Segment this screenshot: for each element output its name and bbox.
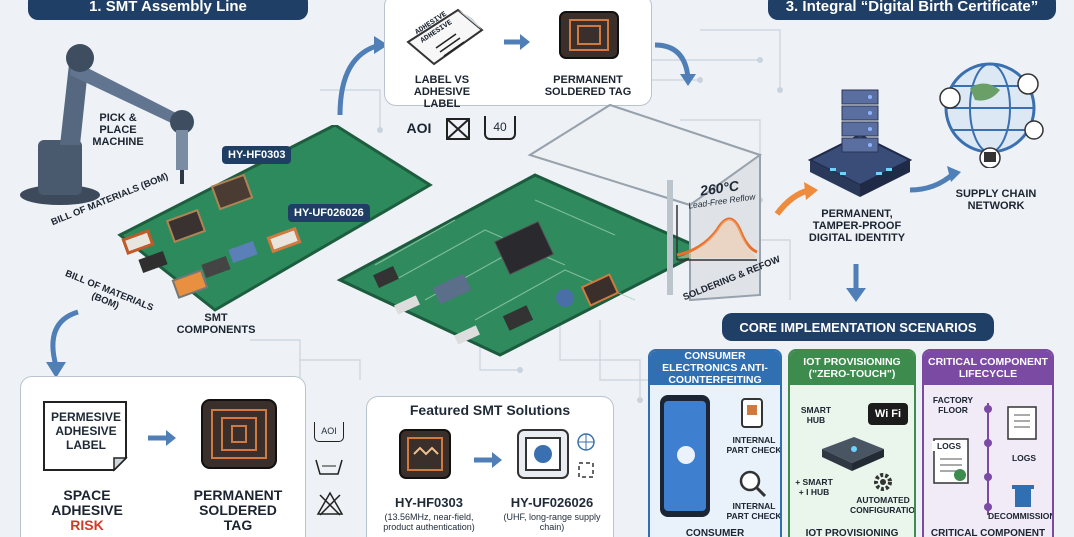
arrow-right-icon <box>504 34 530 50</box>
featured-solutions-title: Featured SMT Solutions <box>409 402 571 418</box>
flow-arrow-down-left <box>46 309 79 378</box>
scenario-card-consumer: CONSUMER ELECTRONICS ANTI-COUNTERFEITING… <box>648 349 782 537</box>
lifecycle-timeline <box>984 403 992 515</box>
smart-hub-device-icon <box>822 437 884 471</box>
internal-part-check-1: INTERNAL PART CHECK <box>726 435 782 455</box>
scenario-card-header: CONSUMER ELECTRONICS ANTI-COUNTERFEITING <box>650 351 780 386</box>
flow-arrow-down <box>846 264 866 302</box>
pick-and-place-label: PICK & PLACE MACHINE <box>92 112 144 148</box>
supply-chain-network-label: SUPPLY CHAIN NETWORK <box>955 188 1037 212</box>
flow-arrow-top-left <box>337 36 388 116</box>
permesive-sticker-text: PERMESIVE ADHESIVE LABEL <box>50 410 122 452</box>
permanent-soldered-tag-caption: PERMANENT SOLDERED TAG <box>544 74 632 98</box>
risk-line-3: RISK <box>70 517 104 533</box>
scenario-card-footer: CONSUMER ELECTRONICS <box>685 528 745 537</box>
aoi-small-symbol: AOI <box>314 422 344 442</box>
digital-identity-server-icon <box>807 89 913 197</box>
chip-1-description: (13.56MHz, near-field, product authentic… <box>383 512 475 532</box>
scan-small-icon <box>578 462 594 478</box>
label-vs-adhesive-caption: LABEL VS ADHESIVE LABEL <box>413 74 471 110</box>
risk-line-2: ADHESIVE <box>51 502 123 518</box>
scenario-card-footer: CRITICAL COMPONENT <box>930 528 1046 537</box>
factory-floor-label: FACTORY FLOOR <box>932 395 974 415</box>
hf0303-chip-icon <box>399 429 451 479</box>
logs-label-right: LOGS <box>1011 453 1037 463</box>
aoi-label: AOI <box>406 120 432 136</box>
adhesive-label-sticker-icon <box>43 401 128 472</box>
flow-arrow-top-right <box>654 42 696 86</box>
arrow-right-icon <box>148 430 176 446</box>
supply-chain-globe-icon <box>939 62 1044 168</box>
reflow-temperature-curve <box>676 205 758 261</box>
scenario-card-iot: IOT PROVISIONING ("ZERO-TOUCH") SMART HU… <box>788 349 916 537</box>
pick-and-place-robot-icon <box>20 44 194 205</box>
smartphone-icon <box>660 395 710 517</box>
chip-2-description: (UHF, long-range supply chain) <box>503 512 601 532</box>
scenario-card-header: IOT PROVISIONING ("ZERO-TOUCH") <box>790 351 914 385</box>
part-check-chip-icon <box>741 398 763 428</box>
smart-hub-plus-label: + SMART + I HUB <box>795 477 833 497</box>
no-bleach-symbol-icon <box>316 491 344 516</box>
scenario-card-footer: IOT PROVISIONING <box>805 528 899 537</box>
internal-part-check-2: INTERNAL PART CHECK <box>726 501 782 521</box>
decommission-label: DECOMMISSION <box>988 511 1054 521</box>
logs-document-icon <box>1007 406 1037 440</box>
magnifier-icon <box>739 470 767 498</box>
risk-line-1: SPACE <box>63 487 111 503</box>
automated-configuration-label: AUTOMATED CONFIGURATION <box>850 495 916 515</box>
scenario-card-header: CRITICAL COMPONENT LIFECYCLE <box>924 351 1052 385</box>
smt-line-section-title: 1. SMT Assembly Line <box>28 0 308 20</box>
soldered-chip-icon <box>559 11 619 59</box>
smt-components-label: SMT COMPONENTS <box>176 312 256 336</box>
no-wash-symbol-icon <box>446 118 470 140</box>
chip-2-name: HY-UF026026 <box>510 495 594 510</box>
smart-hub-label: SMART HUB <box>800 405 832 425</box>
temperature-40-symbol: 40 <box>484 116 516 140</box>
birth-certificate-section-title: 3. Integral “Digital Birth Certificate” <box>768 0 1056 20</box>
core-scenarios-title: CORE IMPLEMENTATION SCENARIOS <box>722 313 994 341</box>
soldered-tag-chip-icon <box>201 399 277 469</box>
arrow-right-icon <box>474 452 502 468</box>
chip-1-name: HY-HF0303 <box>395 495 463 510</box>
chip-tag-hf0303: HY-HF0303 <box>222 146 292 164</box>
gear-icon <box>874 473 892 491</box>
globe-small-icon <box>577 433 595 451</box>
bottom-permanent-tag-label: PERMANENT SOLDERED TAG <box>193 487 283 533</box>
flow-arrow-to-server <box>774 182 818 216</box>
chip-tag-uf026026: HY-UF026026 <box>288 204 370 222</box>
adhesive-sticker-icon <box>406 8 484 66</box>
logs-label-left: LOGS <box>932 441 966 451</box>
flow-arrow-to-network <box>909 166 961 193</box>
pcb-board-left <box>117 125 433 312</box>
wifi-icon: Wi Fi <box>868 403 908 425</box>
wash-symbol-icon <box>315 459 343 475</box>
scenario-card-lifecycle: CRITICAL COMPONENT LIFECYCLE FACTORY FLO… <box>922 349 1054 537</box>
digital-identity-label: PERMANENT, TAMPER-PROOF DIGITAL IDENTITY <box>808 208 906 244</box>
uf026026-chip-icon <box>517 429 569 479</box>
trash-icon <box>1012 485 1034 507</box>
reflow-oven <box>527 103 763 302</box>
